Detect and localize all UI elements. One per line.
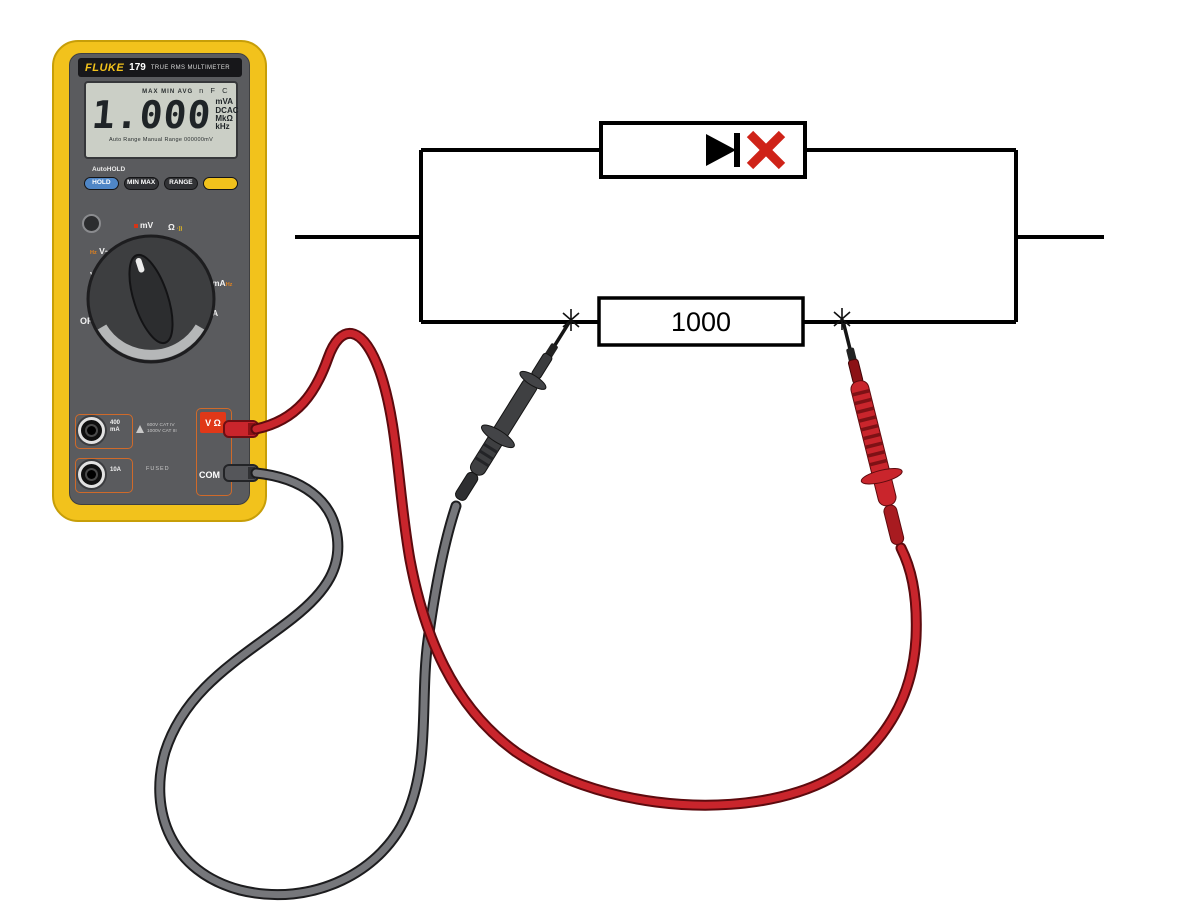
fused-label: FUSED (146, 466, 170, 472)
lcd-units: mVA DCAC MkΩ kHz (215, 97, 241, 132)
dial-label-a: A (212, 308, 219, 318)
dial-skirt (97, 324, 205, 360)
lcd-unit: DCAC (215, 105, 239, 115)
lcd-main: 1.000 mVA DCAC MkΩ kHz (90, 93, 238, 137)
dc-dot-icon (134, 223, 138, 228)
probe-guard (481, 424, 515, 449)
test-lead-black (154, 467, 462, 901)
model-number: 179 (129, 62, 146, 73)
test-lead-red (250, 327, 922, 811)
dial-label-mv: mV (134, 220, 153, 230)
range-button[interactable]: RANGE (163, 177, 199, 190)
multimeter: FLUKE 179 TRUE RMS MULTIMETER MAX MIN AV… (52, 40, 267, 522)
dial-label-off: OFF (80, 316, 98, 326)
brand-band: FLUKE 179 TRUE RMS MULTIMETER (78, 58, 242, 77)
meter-face: FLUKE 179 TRUE RMS MULTIMETER MAX MIN AV… (69, 53, 250, 505)
jack-frame (196, 408, 232, 496)
probe-tip (552, 321, 571, 348)
model-name: TRUE RMS MULTIMETER (150, 64, 231, 71)
resistor-label: 1000 (671, 307, 731, 337)
hold-button[interactable]: HOLD (84, 177, 119, 190)
lcd-maxminavg: MAX MIN AVG (142, 89, 194, 95)
rotary-dial (86, 234, 216, 364)
lcd-footer: Auto Range Manual Range 000000mV (108, 137, 214, 143)
backlight-button[interactable] (82, 214, 101, 233)
autohold-label: AutoHOLD (92, 166, 126, 173)
diode-icon (706, 133, 740, 167)
lcd-unit: kHz (215, 122, 230, 132)
brand-logo: FLUKE (85, 61, 125, 74)
button-row: HOLD MIN MAX RANGE (84, 177, 238, 190)
jack-label-400ma: 400 mA (110, 420, 121, 433)
fault-x-icon (746, 130, 786, 170)
probe-red[interactable] (823, 318, 919, 549)
warning-icon (136, 425, 144, 434)
dial-pointer (135, 257, 145, 273)
probe-tip (841, 322, 852, 351)
jack-badge-vohm[interactable]: V Ω (200, 412, 226, 433)
lcd-display: MAX MIN AVG n F C 1.000 mVA DCAC MkΩ kHz… (84, 81, 239, 159)
lcd-unit: mVA (215, 97, 234, 107)
dial-knob[interactable] (121, 250, 182, 348)
jack-400ma[interactable] (78, 417, 105, 444)
lcd-nfc: n F C (199, 86, 230, 95)
dial-label-ohm: Ω·)) (168, 222, 183, 232)
jack-label-10a: 10A (110, 467, 122, 473)
jack-frame (75, 458, 133, 493)
lcd-annunciators: MAX MIN AVG n F C (92, 86, 230, 95)
dial-label-ma: mAHz (212, 278, 233, 288)
circuit-wires (295, 148, 1104, 324)
jack-label-com: COM (199, 470, 220, 480)
jack-frame (75, 414, 133, 449)
probe-guard (519, 370, 547, 390)
probe-guard (860, 468, 903, 485)
safety-rating-text: 600V CAT IV 1000V CAT III (147, 423, 177, 435)
diode-box (599, 121, 807, 179)
lcd-unit: MkΩ (215, 114, 233, 123)
safety-rating: 600V CAT IV 1000V CAT III (136, 423, 196, 435)
minmax-button[interactable]: MIN MAX (123, 177, 159, 190)
contact-spark-icon (833, 308, 851, 330)
continuity-diode-icon: ·)) (176, 226, 183, 232)
resistor-box (597, 296, 805, 347)
dial-label-vac: Hz V~ (90, 246, 110, 256)
jack-10a[interactable] (78, 461, 105, 488)
probe-black[interactable] (443, 313, 585, 510)
backlight-function-button[interactable] (203, 177, 238, 190)
